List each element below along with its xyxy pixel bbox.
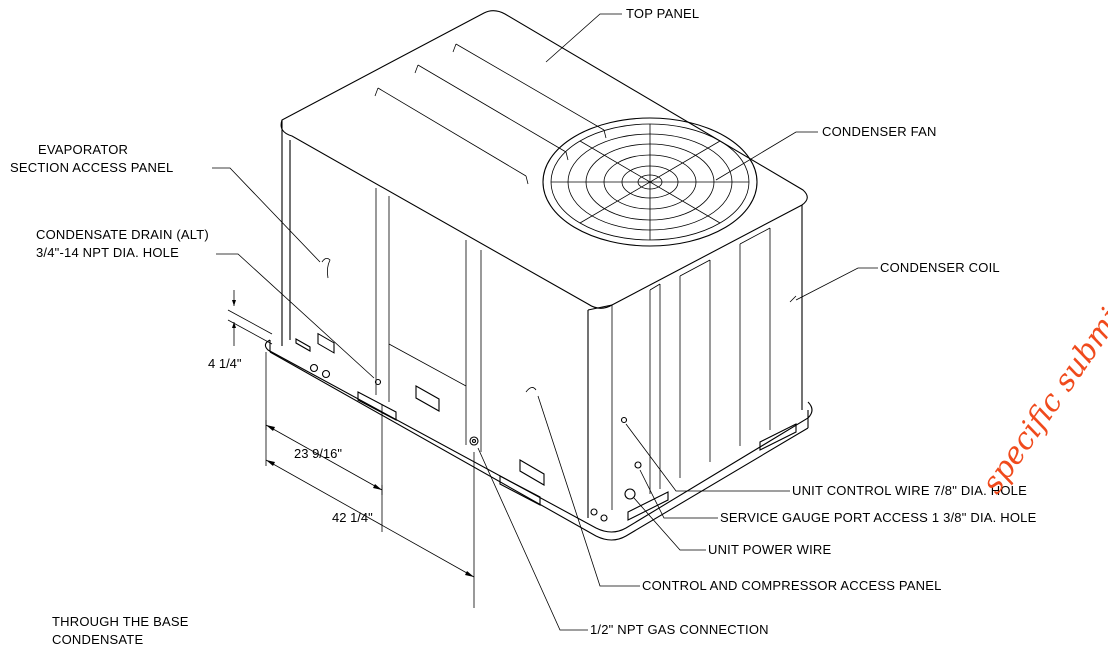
service-gauge-port-label: SERVICE GAUGE PORT ACCESS 1 3/8" DIA. HO…: [720, 510, 1037, 525]
side-face: [587, 205, 803, 510]
front-face: [281, 120, 589, 518]
leader-lines: [212, 13, 878, 631]
unit-power-wire-label: UNIT POWER WIRE: [708, 542, 832, 557]
dimension-lines: [227, 290, 475, 608]
condenser-fan-grille: [542, 117, 758, 247]
control-compressor-panel-label: CONTROL AND COMPRESSOR ACCESS PANEL: [642, 578, 942, 593]
evaporator-label-line2: SECTION ACCESS PANEL: [10, 160, 174, 175]
unit-control-wire-label: UNIT CONTROL WIRE 7/8" DIA. HOLE: [792, 483, 1027, 498]
condenser-fan-label: CONDENSER FAN: [822, 124, 937, 139]
dimension-drain-offset: 23 9/16": [294, 446, 342, 461]
top-panel-label: TOP PANEL: [626, 6, 700, 21]
dimension-gas-offset: 42 1/4": [332, 510, 373, 525]
evaporator-label-line1: EVAPORATOR: [38, 142, 129, 157]
gas-connection-label: 1/2" NPT GAS CONNECTION: [590, 622, 769, 637]
through-base-label-line1: THROUGH THE BASE: [52, 614, 189, 629]
through-base-label-line2: CONDENSATE: [52, 632, 144, 647]
top-panel-outline: [280, 10, 808, 309]
condensate-drain-label-line2: 3/4"-14 NPT DIA. HOLE: [36, 245, 179, 260]
condenser-coil-label: CONDENSER COIL: [880, 260, 1000, 275]
condensate-drain-label-line1: CONDENSATE DRAIN (ALT): [36, 227, 209, 242]
dimension-base-height: 4 1/4": [208, 356, 242, 371]
